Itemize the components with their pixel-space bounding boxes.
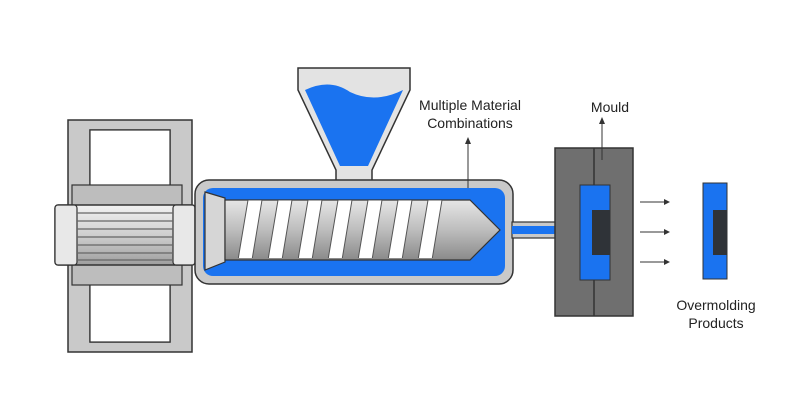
mould bbox=[554, 147, 634, 317]
output-arrows bbox=[640, 199, 670, 265]
drive-roller bbox=[54, 204, 196, 266]
mould-label: Mould bbox=[591, 99, 629, 115]
injection-screw bbox=[204, 191, 501, 271]
hopper-material-fill bbox=[305, 84, 403, 166]
nozzle bbox=[511, 221, 557, 239]
products-label-line1: Overmolding bbox=[676, 297, 755, 313]
materials-label-line1: Multiple Material bbox=[419, 97, 521, 113]
materials-label-line2: Combinations bbox=[427, 115, 513, 131]
overmolding-product bbox=[702, 182, 728, 280]
mould-leader-arrow bbox=[599, 117, 605, 160]
material-hopper bbox=[297, 67, 411, 183]
products-label-line2: Products bbox=[688, 315, 743, 331]
materials-leader-arrow bbox=[465, 137, 471, 188]
